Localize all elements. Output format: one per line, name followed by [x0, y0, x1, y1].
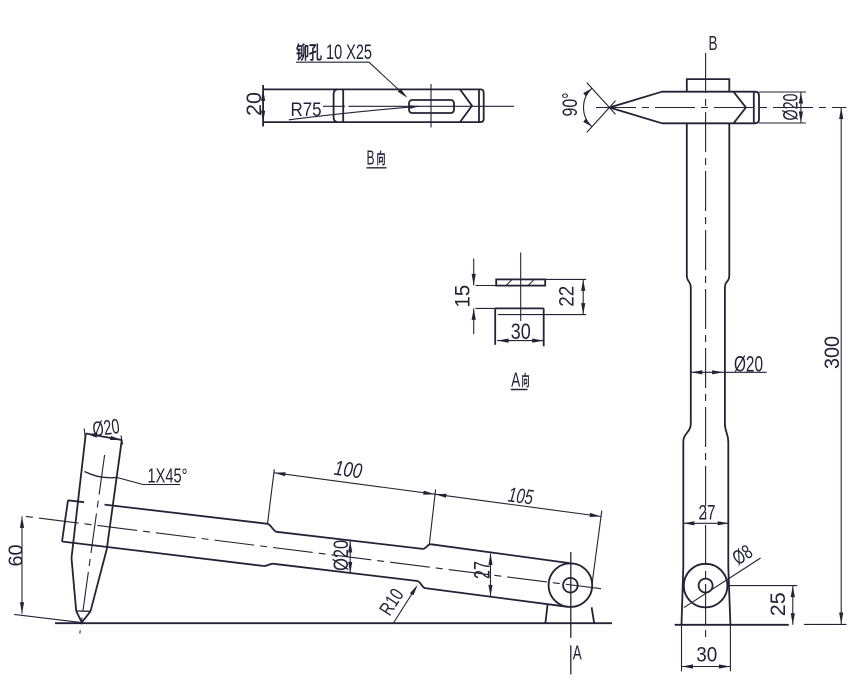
svg-text:A: A	[573, 643, 582, 665]
svg-text:B: B	[709, 33, 718, 55]
svg-text:1X45°: 1X45°	[148, 465, 188, 488]
svg-text:10 X25: 10 X25	[326, 41, 372, 64]
svg-text:30: 30	[696, 643, 717, 666]
svg-text:Ø20: Ø20	[734, 352, 763, 377]
svg-text:25: 25	[767, 592, 790, 616]
svg-text:30: 30	[511, 319, 531, 344]
svg-text:Ø20: Ø20	[779, 94, 802, 121]
svg-text:向: 向	[377, 150, 386, 168]
svg-text:20: 20	[243, 92, 266, 116]
svg-text:100: 100	[333, 457, 364, 483]
svg-text:27: 27	[469, 561, 494, 579]
svg-text:铆孔: 铆孔	[296, 42, 322, 63]
svg-text:27: 27	[699, 501, 716, 524]
svg-text:300: 300	[821, 336, 844, 369]
svg-text:90°: 90°	[559, 93, 582, 117]
svg-text:22: 22	[556, 286, 579, 307]
svg-text:105: 105	[507, 484, 535, 510]
svg-text:B: B	[367, 148, 375, 170]
svg-text:15: 15	[451, 285, 474, 308]
svg-text:A: A	[511, 370, 520, 392]
svg-text:向: 向	[522, 372, 530, 390]
svg-text:Ø20: Ø20	[91, 415, 121, 442]
svg-text:R75: R75	[291, 99, 322, 121]
svg-text:Ø20: Ø20	[330, 540, 353, 571]
svg-text:60: 60	[6, 545, 28, 567]
